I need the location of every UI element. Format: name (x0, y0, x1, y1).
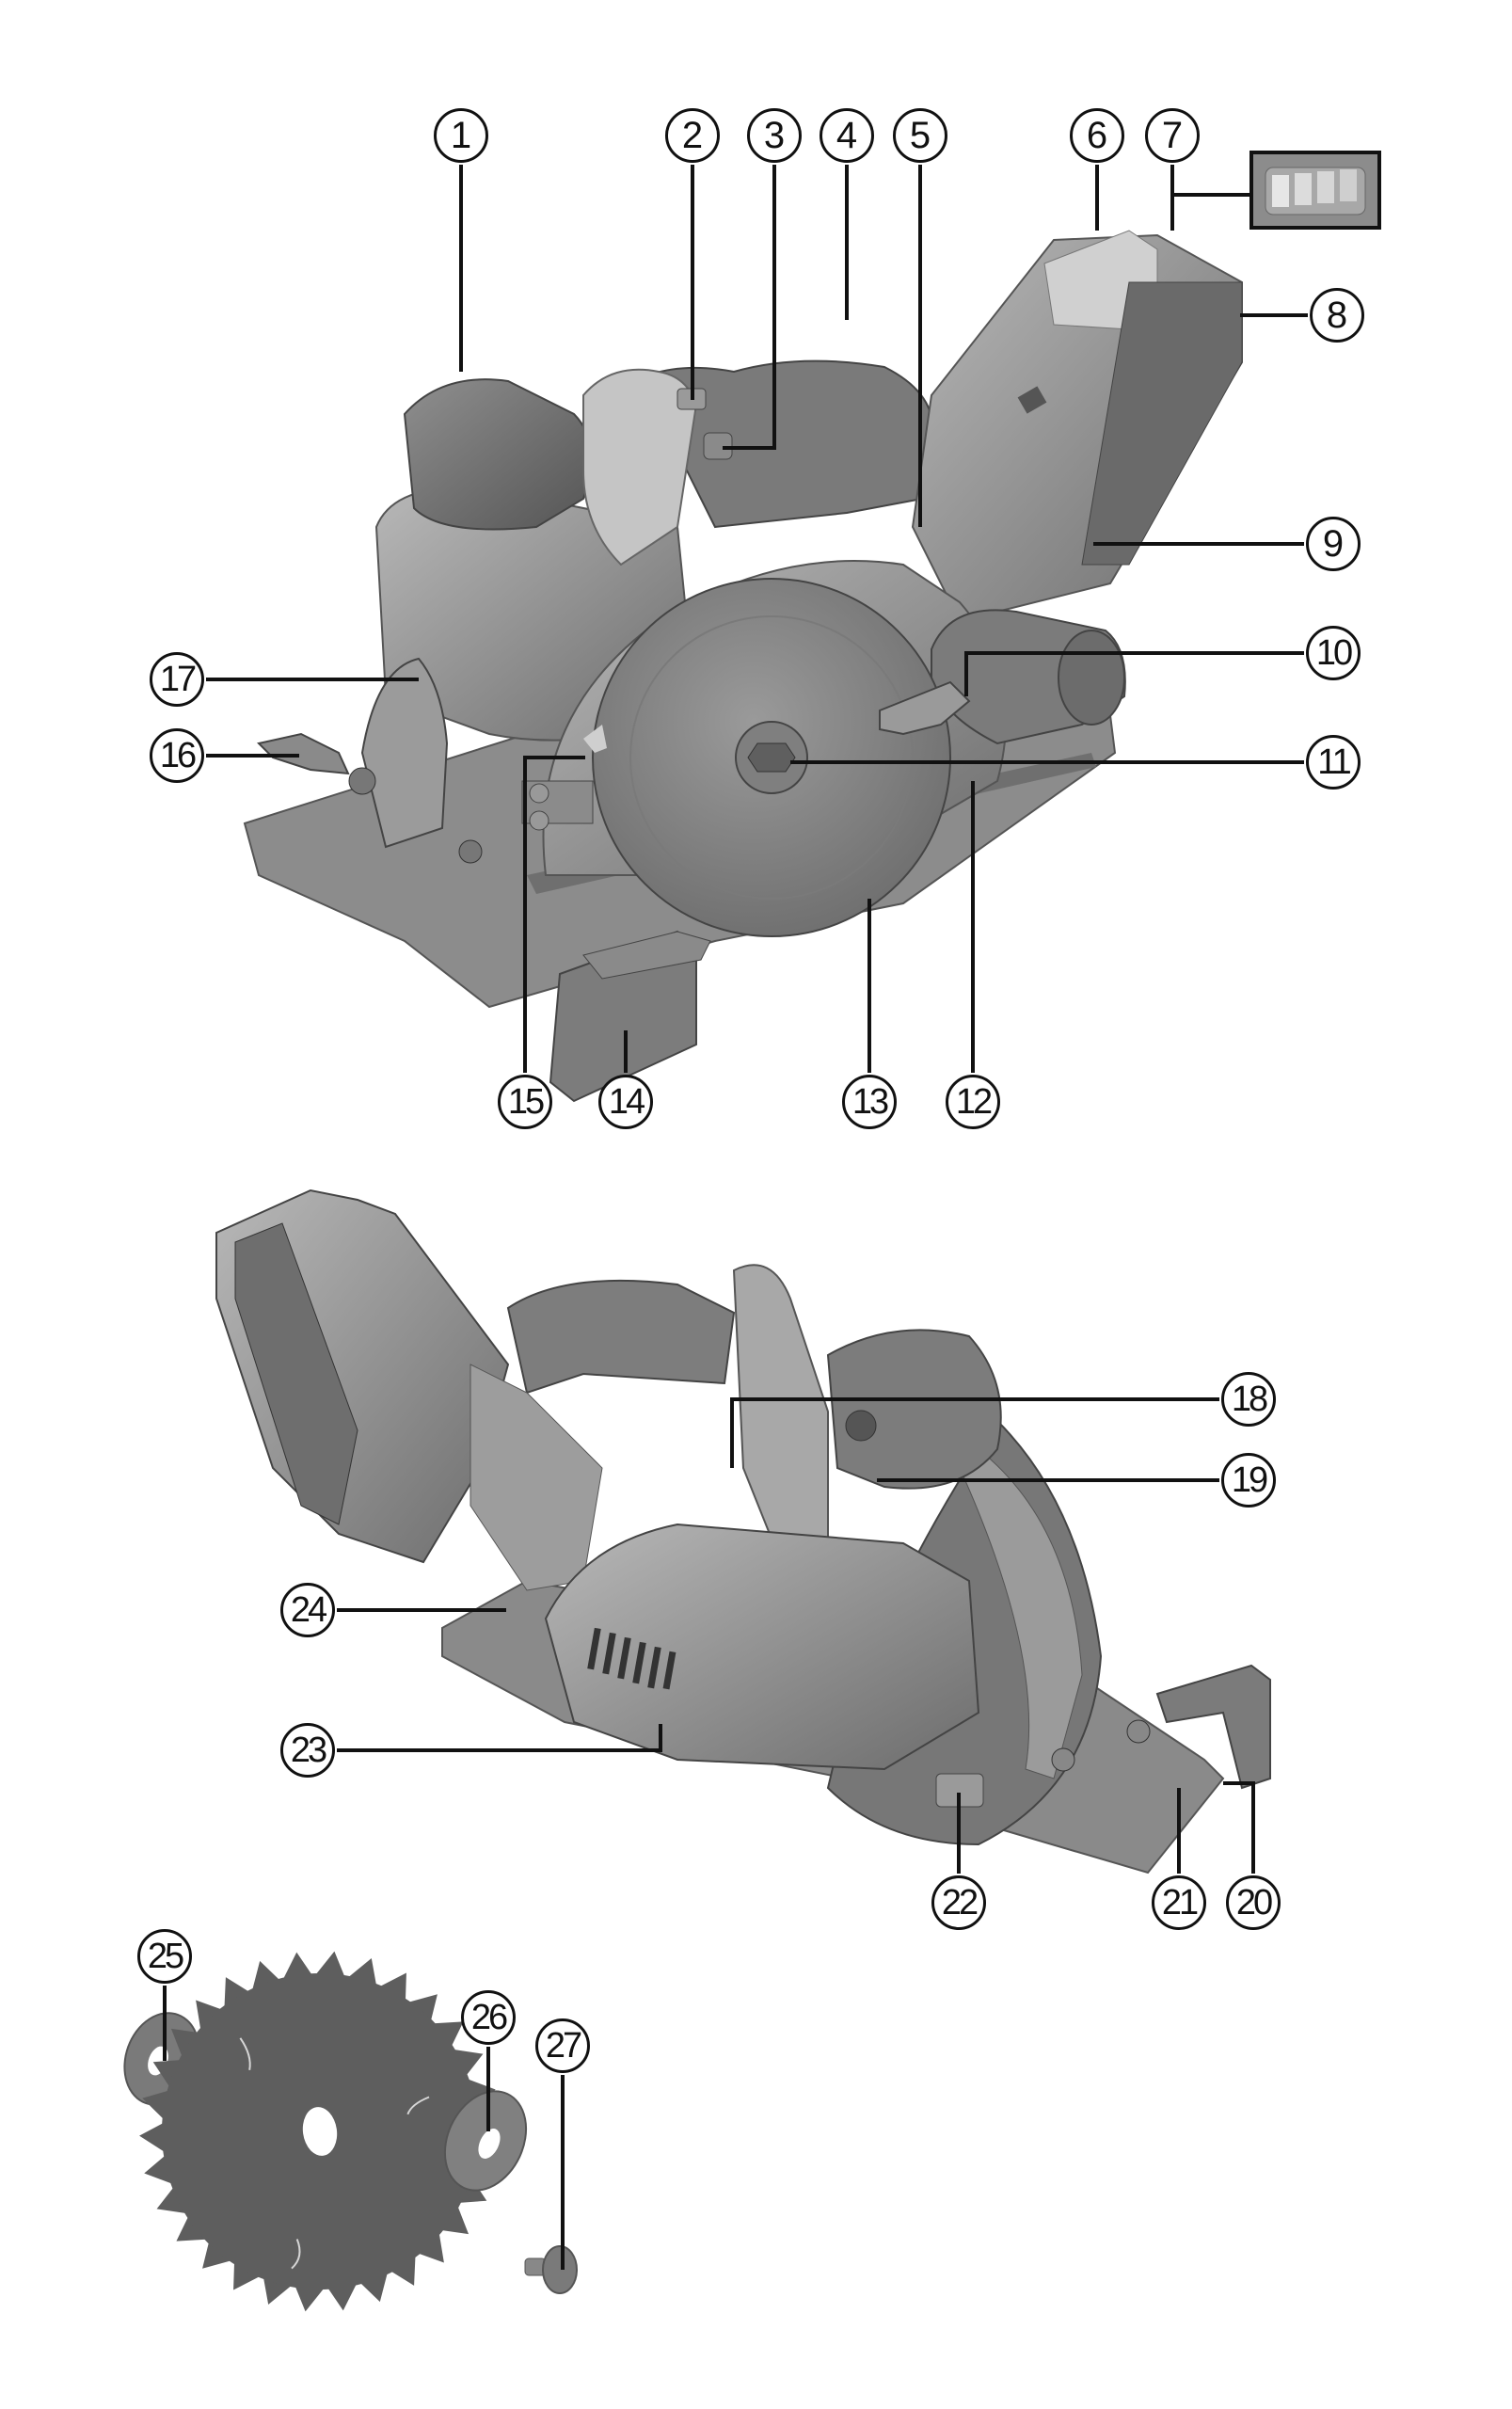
callout-23: 23 (280, 1723, 335, 1778)
callout-26: 26 (461, 1990, 516, 2045)
battery-indicator-inset (1249, 151, 1381, 230)
callout-14: 14 (598, 1075, 653, 1129)
top-view-saw (243, 230, 1243, 1103)
callout-15: 15 (498, 1075, 552, 1129)
callout-9: 9 (1306, 517, 1361, 571)
callout-2: 2 (665, 108, 720, 163)
callout-19: 19 (1221, 1453, 1276, 1508)
callout-12: 12 (946, 1075, 1000, 1129)
callout-3: 3 (747, 108, 802, 163)
callout-7: 7 (1145, 108, 1200, 163)
callout-13: 13 (842, 1075, 897, 1129)
callout-24: 24 (280, 1583, 335, 1637)
callout-16: 16 (150, 728, 204, 783)
rear-view-saw (215, 1189, 1271, 1875)
callout-27: 27 (535, 2018, 590, 2073)
leader-lines (163, 165, 1308, 2270)
callout-11: 11 (1306, 735, 1361, 790)
callout-18: 18 (1221, 1372, 1276, 1427)
callout-21: 21 (1152, 1875, 1206, 1930)
callout-10: 10 (1306, 626, 1361, 680)
callout-8: 8 (1310, 288, 1364, 343)
callout-5: 5 (893, 108, 947, 163)
callout-20: 20 (1226, 1875, 1281, 1930)
callout-17: 17 (150, 652, 204, 707)
callout-25: 25 (137, 1929, 192, 1984)
callout-4: 4 (820, 108, 874, 163)
callout-22: 22 (931, 1875, 986, 1930)
callout-1: 1 (434, 108, 488, 163)
blade-parts (123, 1951, 578, 2312)
callout-6: 6 (1070, 108, 1124, 163)
